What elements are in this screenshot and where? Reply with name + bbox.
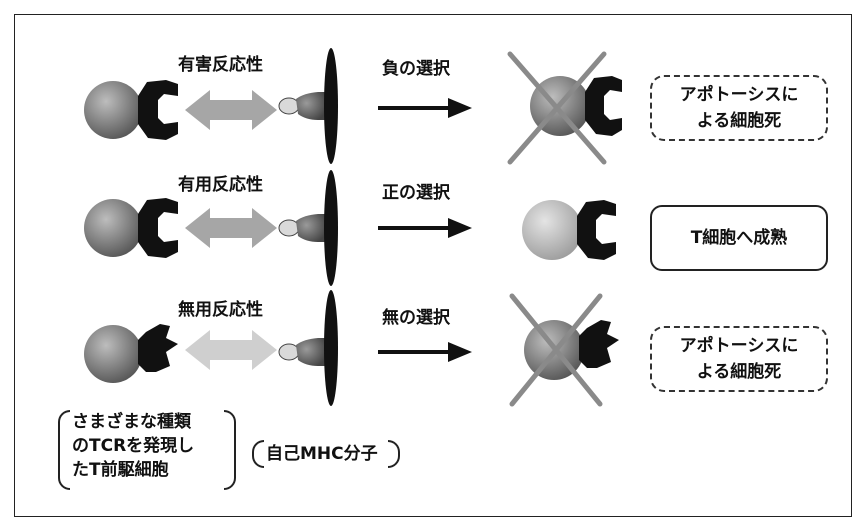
t-precursor-cell bbox=[84, 199, 142, 257]
outcome-box-apoptosis-1: アポトーシスに よる細胞死 bbox=[650, 75, 828, 141]
legend-mhc: 自己MHC分子 bbox=[252, 440, 400, 468]
legend-precursor: さまざまな種類 のTCRを発現し たT前駆細胞 bbox=[58, 410, 236, 490]
cell-membrane bbox=[324, 290, 338, 406]
reactivity-double-arrow bbox=[185, 208, 277, 248]
mhc-molecule bbox=[296, 338, 326, 366]
legend-mhc-text: 自己MHC分子 bbox=[266, 444, 378, 464]
mhc-molecule bbox=[296, 214, 326, 242]
result-receptor bbox=[585, 76, 622, 136]
t-precursor-cell bbox=[84, 81, 142, 139]
row-useless bbox=[84, 290, 619, 407]
outcome-box-mature: T細胞へ成熟 bbox=[650, 205, 828, 271]
reactivity-label-harmful: 有害反応性 bbox=[178, 55, 263, 75]
cell-membrane bbox=[324, 48, 338, 164]
selection-label-null: 無の選択 bbox=[382, 308, 450, 328]
reactivity-double-arrow bbox=[185, 90, 277, 130]
cell-membrane bbox=[324, 170, 338, 286]
row-useful bbox=[84, 170, 616, 286]
t-precursor-cell bbox=[84, 325, 142, 383]
bracket-right bbox=[224, 410, 236, 490]
cross-mark bbox=[509, 293, 603, 407]
reactivity-label-useless: 無用反応性 bbox=[178, 300, 263, 320]
tcr-receptor bbox=[138, 324, 178, 372]
result-receptor bbox=[577, 200, 616, 260]
selection-arrow bbox=[378, 342, 472, 362]
cross-mark bbox=[507, 51, 607, 165]
tcr-receptor bbox=[138, 198, 178, 258]
bracket-left bbox=[58, 410, 70, 490]
peptide bbox=[278, 343, 300, 361]
result-receptor bbox=[579, 320, 619, 368]
result-cell bbox=[522, 200, 582, 260]
selection-label-negative: 負の選択 bbox=[382, 59, 450, 79]
reactivity-double-arrow bbox=[185, 330, 277, 370]
legend-precursor-text: さまざまな種類 のTCRを発現し たT前駆細胞 bbox=[72, 412, 195, 480]
reactivity-label-useful: 有用反応性 bbox=[178, 175, 263, 195]
peptide bbox=[278, 97, 300, 115]
selection-arrow bbox=[378, 218, 472, 238]
selection-label-positive: 正の選択 bbox=[382, 183, 450, 203]
row-harmful bbox=[84, 48, 622, 165]
outcome-box-apoptosis-2: アポトーシスに よる細胞死 bbox=[650, 326, 828, 392]
tcr-receptor bbox=[138, 80, 178, 140]
peptide bbox=[278, 219, 300, 237]
mhc-molecule bbox=[296, 92, 326, 120]
selection-arrow bbox=[378, 98, 472, 118]
